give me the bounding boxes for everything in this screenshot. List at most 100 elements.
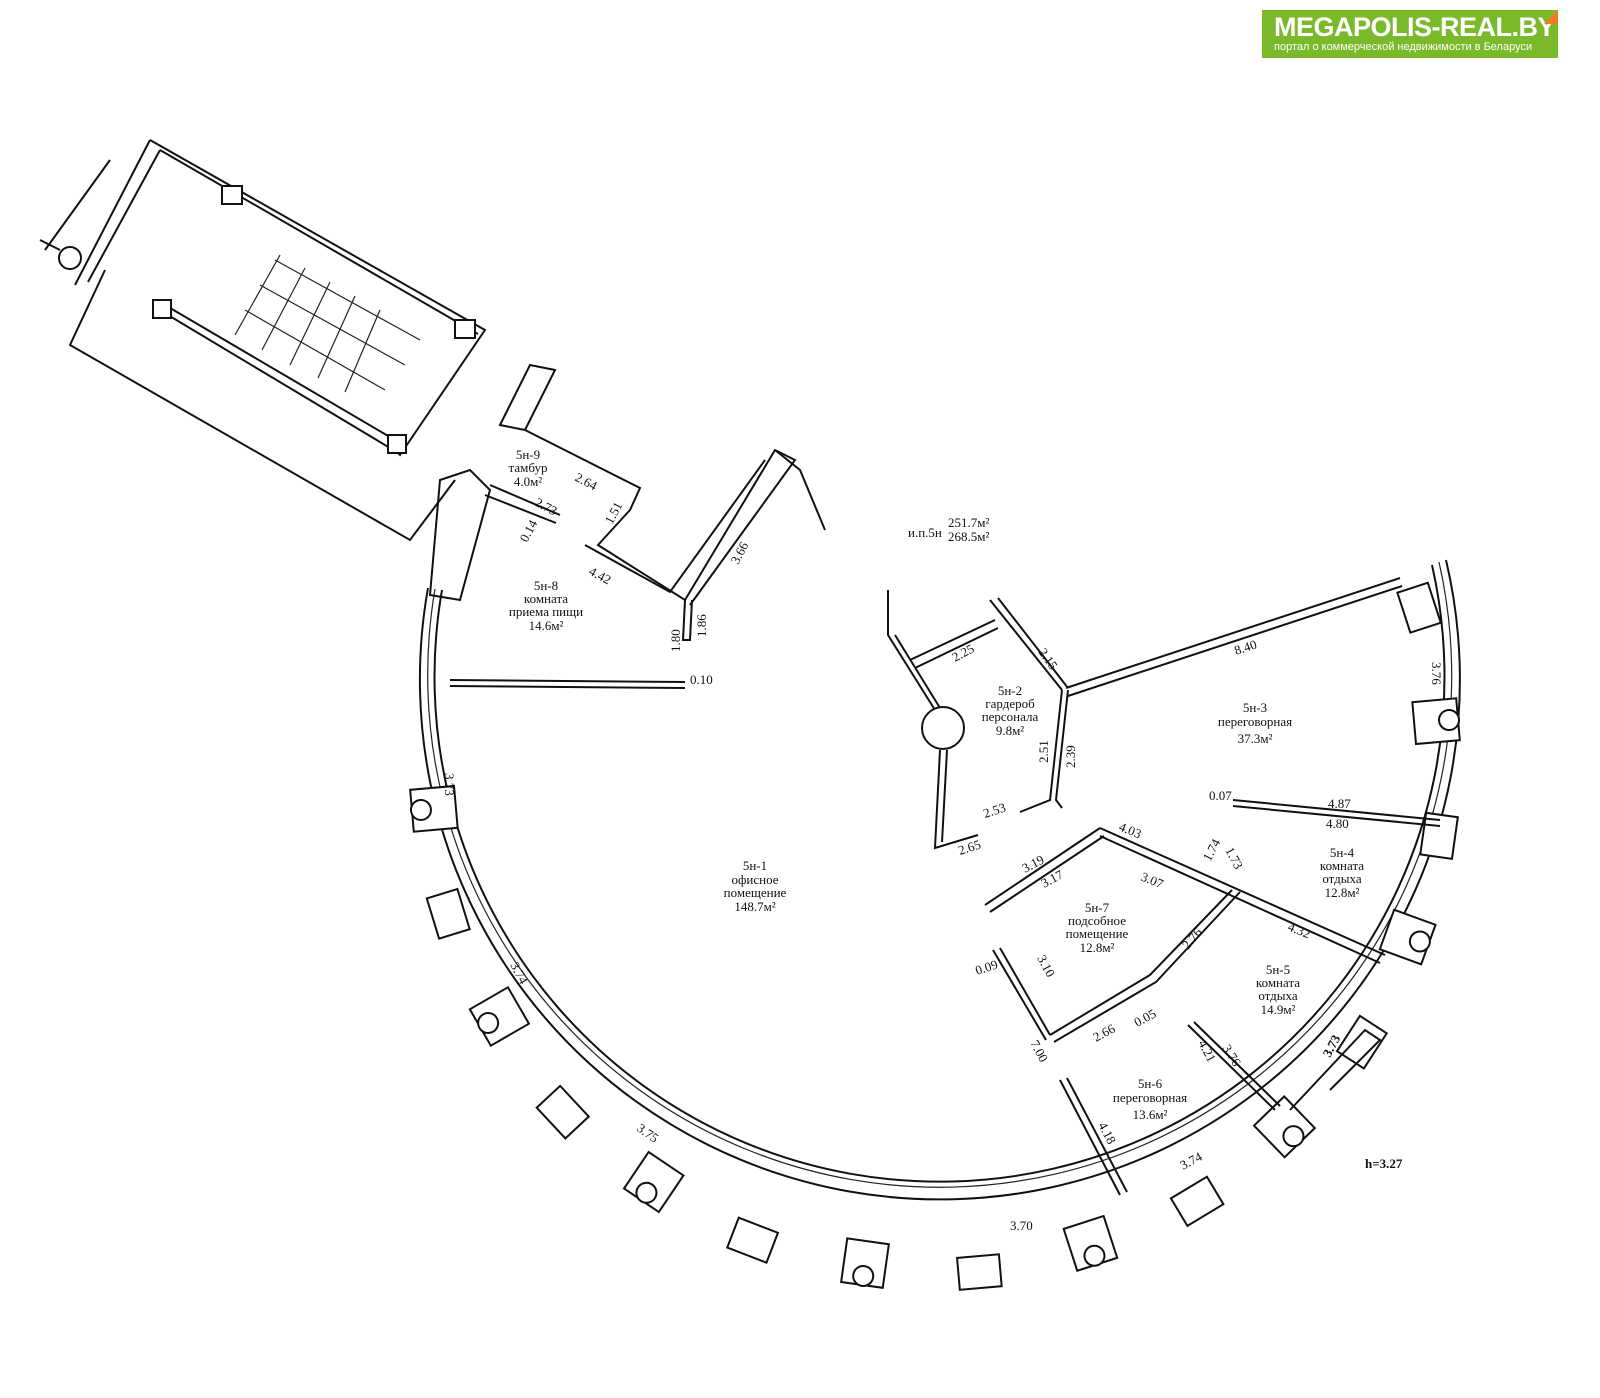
- svg-text:отдыха: отдыха: [1322, 871, 1362, 886]
- dim: 4.80: [1326, 816, 1349, 831]
- interior-walls-right: [887, 577, 1441, 1196]
- svg-text:помещение: помещение: [724, 885, 787, 900]
- svg-text:12.8м²: 12.8м²: [1080, 940, 1115, 955]
- dim: 1.74: [1199, 836, 1223, 864]
- dim: 4.32: [1286, 919, 1313, 941]
- room-5n-5: 5н-5 комната отдыха 14.9м²: [1256, 962, 1300, 1017]
- svg-text:переговорная: переговорная: [1218, 714, 1292, 729]
- room-5n-3: 5н-3 переговорная 37.3м²: [1218, 700, 1292, 746]
- dim: 2.51: [1036, 740, 1051, 763]
- room-5n-6: 5н-6 переговорная 13.6м²: [1113, 1076, 1187, 1122]
- dim: 2.66: [1090, 1020, 1118, 1044]
- dim: 2.39: [1063, 745, 1078, 768]
- dim: 2.64: [573, 469, 601, 493]
- room-5n-4: 5н-4 комната отдыха 12.8м²: [1320, 845, 1364, 900]
- dim: 3.19: [1019, 852, 1046, 876]
- svg-text:12.8м²: 12.8м²: [1325, 885, 1360, 900]
- dim: 4.18: [1095, 1119, 1119, 1146]
- dim: 3.10: [1034, 952, 1058, 979]
- summary-area-1: 251.7м²: [948, 515, 989, 530]
- dim: 2.76: [1179, 924, 1205, 951]
- dim: 1.86: [694, 614, 709, 637]
- dim: 0.09: [973, 957, 999, 978]
- dim: 1.73: [1222, 844, 1246, 871]
- svg-text:комната: комната: [1256, 975, 1300, 990]
- columns: [409, 581, 1461, 1291]
- svg-text:отдыха: отдыха: [1258, 988, 1298, 1003]
- svg-text:148.7м²: 148.7м²: [734, 899, 775, 914]
- summary-label: и.п.5н: [908, 525, 942, 540]
- dim: 3.76: [1429, 662, 1444, 685]
- svg-text:37.3м²: 37.3м²: [1238, 731, 1273, 746]
- svg-text:5н-6: 5н-6: [1138, 1076, 1163, 1091]
- summary-area-2: 268.5м²: [948, 529, 989, 544]
- room-5n-7: 5н-7 подсобное помещение 12.8м²: [1066, 900, 1129, 955]
- dim: 2.15: [1036, 645, 1061, 672]
- dim: 3.70: [1010, 1218, 1033, 1233]
- dim: 3.75: [634, 1120, 661, 1145]
- column: [1335, 1014, 1389, 1070]
- svg-text:5н-8: 5н-8: [534, 578, 558, 593]
- svg-text:5н-2: 5н-2: [998, 683, 1022, 698]
- dim: 0.05: [1131, 1006, 1158, 1030]
- dim: 1.80: [668, 629, 683, 652]
- column: [1396, 581, 1443, 634]
- column: [725, 1216, 780, 1264]
- dim: 3.66: [727, 539, 751, 567]
- column: [1169, 1175, 1225, 1228]
- dim: 3.17: [1038, 866, 1066, 890]
- room-5n-2: 5н-2 гардероб персонала 9.8м²: [982, 683, 1039, 738]
- room-5n-1: 5н-1 офисное помещение 148.7м²: [724, 858, 787, 914]
- dim: 0.07: [1209, 788, 1232, 803]
- svg-text:персонала: персонала: [982, 709, 1039, 724]
- column-with-pipe: [1378, 908, 1437, 966]
- dim: 2.65: [956, 837, 982, 858]
- dim: 1.51: [601, 499, 625, 526]
- svg-text:14.9м²: 14.9м²: [1261, 1002, 1296, 1017]
- logo-title: MEGAPOLIS-REAL.BY: [1274, 12, 1556, 42]
- svg-text:офисное: офисное: [731, 872, 778, 887]
- dim: 3.76: [1219, 1042, 1244, 1070]
- dim: 3.73: [442, 773, 457, 796]
- svg-text:5н-5: 5н-5: [1266, 962, 1290, 977]
- svg-text:4.0м²: 4.0м²: [514, 474, 542, 489]
- dim: 7.00: [1027, 1037, 1051, 1064]
- column-with-pipe: [1411, 697, 1461, 746]
- dim: 4.42: [587, 563, 614, 587]
- dim: 3.74: [507, 959, 531, 987]
- room-5n-8: 5н-8 комната приема пищи 14.6м²: [509, 578, 583, 633]
- svg-text:гардероб: гардероб: [985, 696, 1035, 711]
- svg-text:тамбур: тамбур: [509, 460, 548, 475]
- dim: 4.21: [1195, 1037, 1219, 1064]
- svg-text:5н-9: 5н-9: [516, 447, 540, 462]
- svg-text:5н-7: 5н-7: [1085, 900, 1110, 915]
- svg-text:13.6м²: 13.6м²: [1133, 1107, 1168, 1122]
- room-5n-9: 5н-9 тамбур 4.0м²: [509, 447, 548, 489]
- ceiling-height: h=3.27: [1365, 1156, 1403, 1171]
- column: [955, 1253, 1003, 1291]
- logo-subtitle: портал о коммерческой недвижимости в Бел…: [1274, 41, 1533, 53]
- svg-text:помещение: помещение: [1066, 926, 1129, 941]
- dim: 0.14: [516, 517, 540, 545]
- column-with-pipe: [409, 784, 459, 833]
- svg-text:5н-4: 5н-4: [1330, 845, 1355, 860]
- column-with-pipe: [468, 985, 531, 1048]
- svg-text:5н-3: 5н-3: [1243, 700, 1267, 715]
- svg-text:переговорная: переговорная: [1113, 1090, 1187, 1105]
- interior-walls: [428, 363, 826, 689]
- column-with-pipe: [622, 1150, 685, 1214]
- dim: 8.40: [1232, 637, 1258, 658]
- dim: 2.25: [949, 641, 976, 665]
- dim: 3.07: [1139, 869, 1166, 892]
- column-with-pipe: [1252, 1095, 1317, 1159]
- stairwell: [39, 139, 487, 542]
- dim: 2.53: [981, 800, 1007, 821]
- megapolis-logo[interactable]: MEGAPOLIS-REAL.BY портал о коммерческой …: [1262, 10, 1558, 58]
- dim: 3.74: [1177, 1148, 1205, 1172]
- svg-text:приема пищи: приема пищи: [509, 604, 583, 619]
- svg-text:комната: комната: [1320, 858, 1364, 873]
- svg-text:подсобное: подсобное: [1068, 913, 1126, 928]
- svg-text:14.6м²: 14.6м²: [529, 618, 564, 633]
- column: [425, 887, 471, 940]
